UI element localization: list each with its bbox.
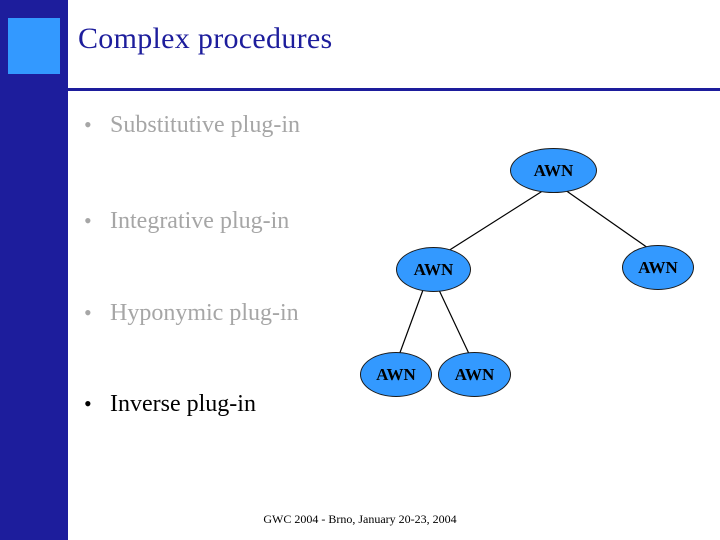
bullet-marker: • — [84, 391, 92, 416]
node-label: AWN — [376, 364, 416, 384]
left-accent-square — [8, 18, 60, 74]
left-decorative-bar — [0, 0, 68, 540]
bullet-marker: • — [84, 112, 92, 137]
bullet-item-substitutive: • Substitutive plug-in — [84, 112, 300, 139]
slide-footer: GWC 2004 - Brno, January 20-23, 2004 — [263, 512, 457, 526]
bullet-label: Integrative plug-in — [110, 208, 290, 234]
node-leaf1: AWN — [360, 352, 432, 397]
node-left: AWN — [396, 247, 471, 292]
node-label: AWN — [533, 160, 574, 180]
bullet-marker: • — [84, 208, 92, 233]
bullet-marker: • — [84, 300, 92, 325]
bullet-label: Inverse plug-in — [110, 391, 256, 417]
bullet-label: Substitutive plug-in — [110, 112, 301, 138]
bullet-item-integrative: • Integrative plug-in — [84, 208, 289, 235]
bullet-item-hyponymic: • Hyponymic plug-in — [84, 300, 299, 327]
tree-edges — [397, 184, 659, 359]
edge-left-leaf2 — [438, 289, 472, 359]
edge-left-leaf1 — [397, 289, 424, 359]
node-leaf2: AWN — [438, 352, 511, 397]
edge-root-right — [557, 184, 659, 256]
edge-root-left — [436, 184, 553, 259]
page-title: Complex procedures — [78, 22, 333, 55]
node-root: AWN — [510, 148, 597, 193]
awn-tree-diagram: AWN AWN AWN AWN AWN — [340, 130, 720, 420]
node-label: AWN — [413, 259, 454, 279]
bullet-item-inverse: • Inverse plug-in — [84, 391, 256, 418]
bullet-label: Hyponymic plug-in — [110, 300, 299, 326]
title-divider — [68, 88, 720, 91]
node-right: AWN — [622, 245, 694, 290]
node-label: AWN — [454, 364, 495, 384]
node-label: AWN — [638, 257, 678, 277]
